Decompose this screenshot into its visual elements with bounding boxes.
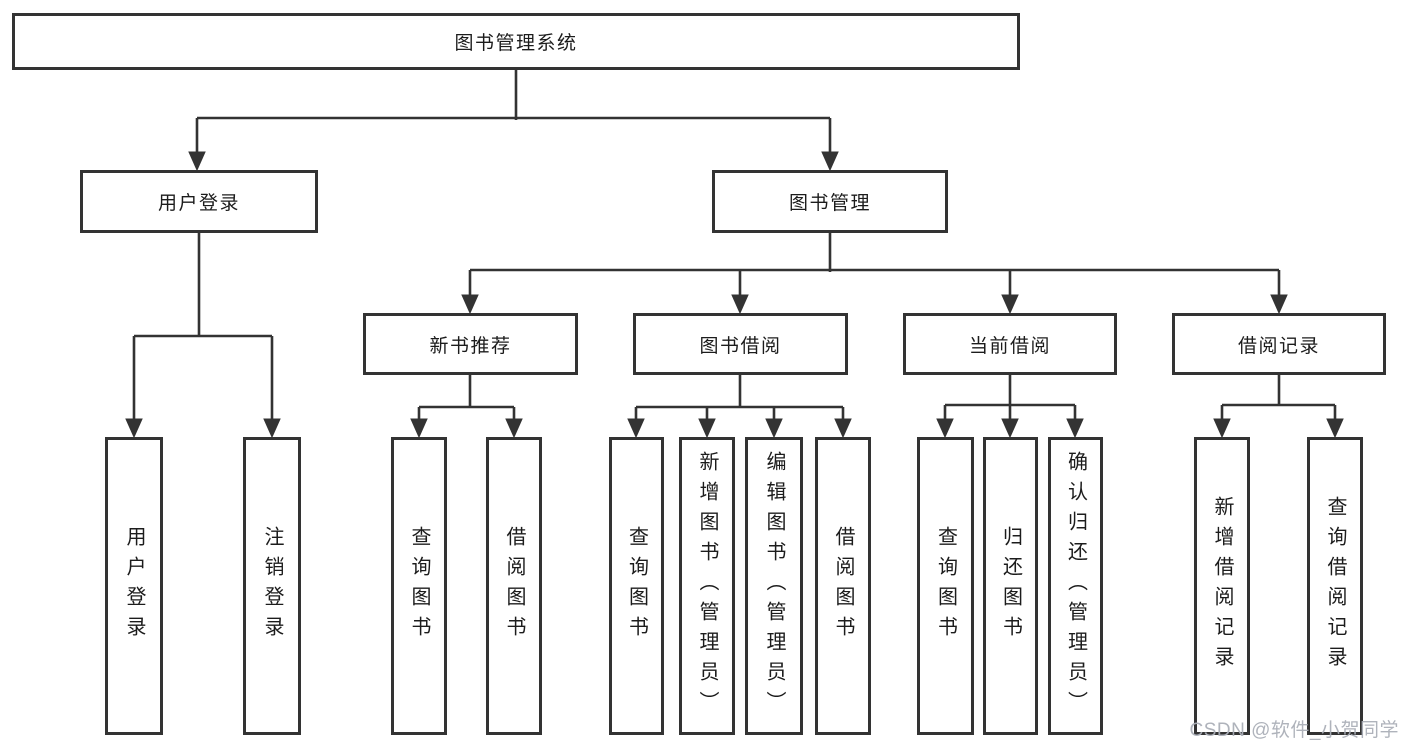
leaf-current-return-books: 归还图书 [983, 437, 1038, 735]
leaf-current-confirm-return-admin: 确认归还（管理员） [1048, 437, 1103, 735]
node-borrow-records: 借阅记录 [1172, 313, 1386, 375]
node-book-borrowing: 图书借阅 [633, 313, 848, 375]
leaf-record-add-borrow-record: 新增借阅记录 [1194, 437, 1250, 735]
leaf-current-query-books: 查询图书 [917, 437, 974, 735]
leaf-borrow-edit-books-admin: 编辑图书（管理员） [745, 437, 803, 735]
leaf-borrow-borrow-books: 借阅图书 [815, 437, 871, 735]
leaf-borrow-add-books-admin: 新增图书（管理员） [679, 437, 735, 735]
leaf-user-login: 用户登录 [105, 437, 163, 735]
leaf-newbook-borrow-books: 借阅图书 [486, 437, 542, 735]
node-user-login: 用户登录 [80, 170, 318, 233]
leaf-newbook-query-books: 查询图书 [391, 437, 447, 735]
node-library-management-system: 图书管理系统 [12, 13, 1020, 70]
leaf-borrow-query-books: 查询图书 [609, 437, 664, 735]
node-new-book-recommend: 新书推荐 [363, 313, 578, 375]
leaf-logout: 注销登录 [243, 437, 301, 735]
node-current-borrowing: 当前借阅 [903, 313, 1117, 375]
leaf-record-query-borrow-record: 查询借阅记录 [1307, 437, 1363, 735]
node-book-management: 图书管理 [712, 170, 948, 233]
